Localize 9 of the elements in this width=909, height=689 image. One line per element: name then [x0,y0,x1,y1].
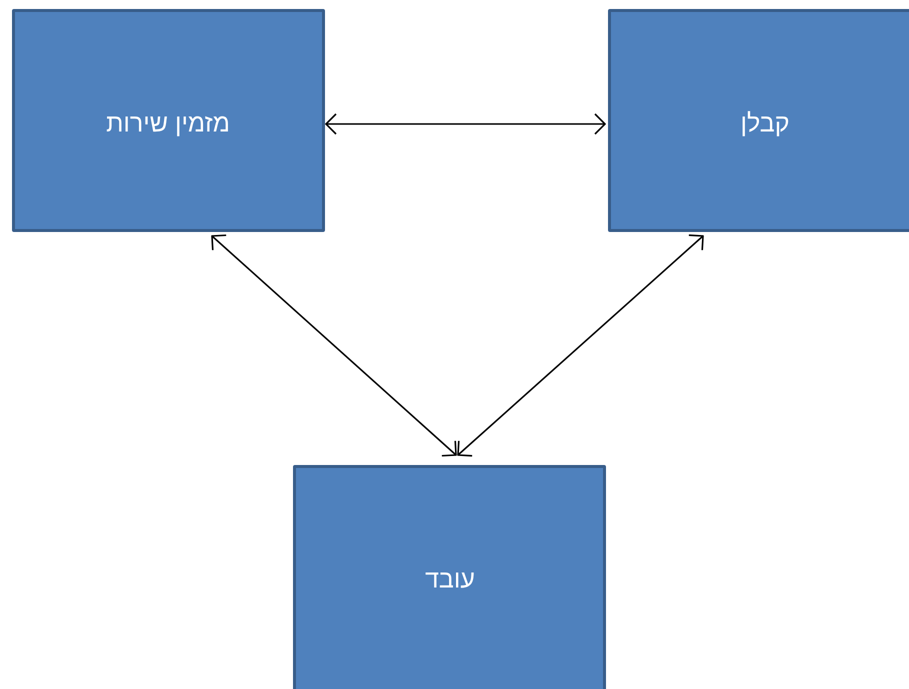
process-box [12,9,325,232]
box-label: קבלן [740,110,790,138]
arrow [457,234,704,457]
process-box [293,465,606,689]
arrow [211,234,457,457]
process-box [608,9,909,232]
box-label: עובד [425,566,475,594]
box-label: מזמין שירות [106,110,230,138]
arrow [325,113,606,135]
